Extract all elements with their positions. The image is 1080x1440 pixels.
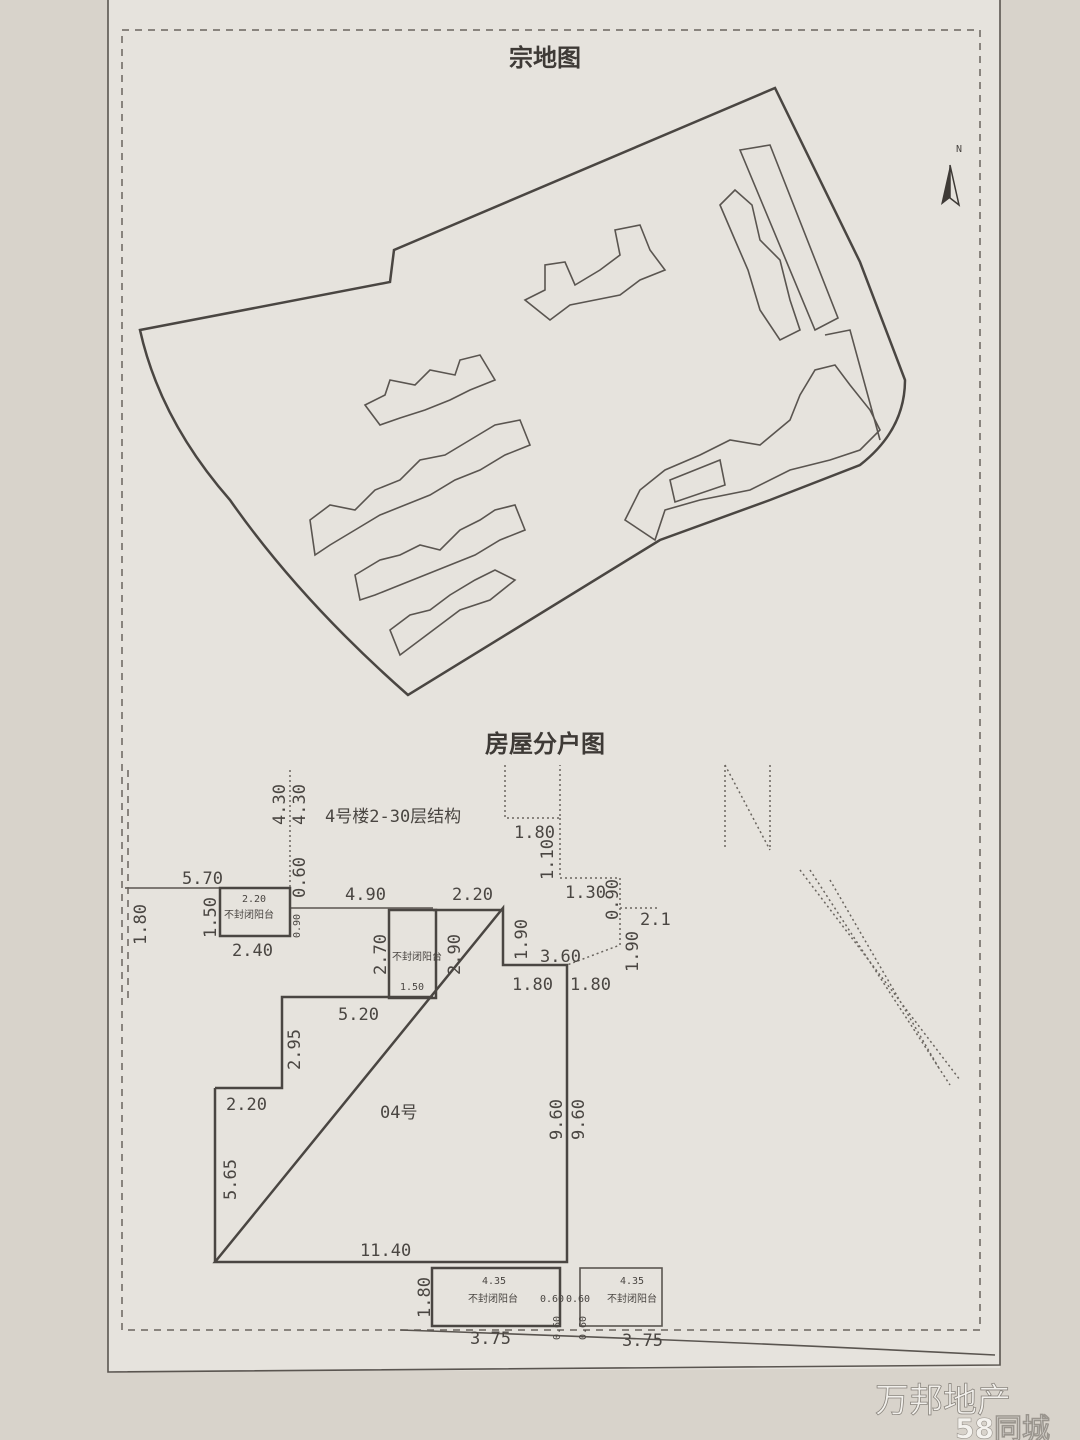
dim-label: 0.60 xyxy=(540,1294,564,1305)
dim-label: 1.90 xyxy=(512,919,532,960)
dim-label: 2.1 xyxy=(640,910,671,930)
dim-label: 5.70 xyxy=(182,869,223,889)
dim-label: 11.40 xyxy=(360,1241,411,1261)
dim-label: 9.60 xyxy=(547,1099,567,1140)
dim-label: 5.20 xyxy=(338,1005,379,1025)
site-plan-title: 宗地图 xyxy=(509,44,581,72)
dim-label: 1.80 xyxy=(512,975,553,995)
dim-label: 2.40 xyxy=(232,941,273,961)
dim-label: 4.30 xyxy=(270,784,290,825)
parcel-boundary xyxy=(138,86,907,697)
inner-frame xyxy=(121,29,981,1331)
dim-label: 1.80 xyxy=(131,904,151,945)
dim-label: 2.20 xyxy=(226,1095,267,1115)
dim-label: 0.90 xyxy=(603,879,623,920)
dim-label: 4.30 xyxy=(290,784,310,825)
north-marker-plan xyxy=(724,764,961,1086)
dim-label: 1.10 xyxy=(538,839,558,880)
dim-label: 0.90 xyxy=(292,914,303,938)
dim-label: 2.70 xyxy=(371,934,391,975)
dim-label: 1.80 xyxy=(570,975,611,995)
dim-label: 3.75 xyxy=(622,1331,663,1351)
dim-label: 4.35 xyxy=(620,1276,644,1287)
floor-note: 4号楼2-30层结构 xyxy=(325,807,461,827)
dim-label: 0.60 xyxy=(578,1316,589,1340)
dim-label: 0.60 xyxy=(566,1294,590,1305)
paper-sheet xyxy=(108,0,1000,1372)
buildings xyxy=(309,144,881,657)
dim-label: 4.90 xyxy=(345,885,386,905)
dim-label: 4.35 xyxy=(482,1276,506,1287)
dim-label: 3.60 xyxy=(540,947,581,967)
dim-label: 1.30 xyxy=(565,883,606,903)
north-arrow-site: N xyxy=(941,144,962,207)
dim-label: 9.60 xyxy=(569,1099,589,1140)
dim-label: 2.90 xyxy=(445,934,465,975)
dim-label: 2.20 xyxy=(242,894,266,905)
watermark-site: 58同城 xyxy=(955,1412,1050,1440)
dim-label: 0.60 xyxy=(552,1316,563,1340)
annex-label: 不封闭阳台 xyxy=(607,1292,657,1305)
watermark-brand: 万邦地产 xyxy=(875,1381,1011,1421)
dim-label: 5.65 xyxy=(221,1159,241,1200)
dim-label: 2.95 xyxy=(285,1029,305,1070)
dim-label: 3.75 xyxy=(470,1329,511,1349)
floor-plan-walls xyxy=(125,765,996,1356)
dim-label: 1.90 xyxy=(623,931,643,972)
dim-label: 1.50 xyxy=(201,897,221,938)
dim-label: 1.80 xyxy=(514,823,555,843)
floor-plan-title: 房屋分户图 xyxy=(485,730,605,758)
dim-label: 0.60 xyxy=(290,857,310,898)
room-label: 04号 xyxy=(380,1103,417,1123)
annex-label: 不封闭阳台 xyxy=(468,1292,518,1305)
dim-label: 1.80 xyxy=(415,1277,435,1318)
dim-label: 1.50 xyxy=(400,982,424,993)
north-label: N xyxy=(956,144,962,155)
page-border xyxy=(107,0,1001,1373)
annex-label: 不封闭阳台 xyxy=(224,908,274,921)
dim-label: 2.20 xyxy=(452,885,493,905)
annex-label: 不封闭阳台 xyxy=(392,950,442,963)
dimension-labels: 1.80 5.70 4.30 4.30 0.60 2.20 1.50 0.90 … xyxy=(131,784,671,1351)
